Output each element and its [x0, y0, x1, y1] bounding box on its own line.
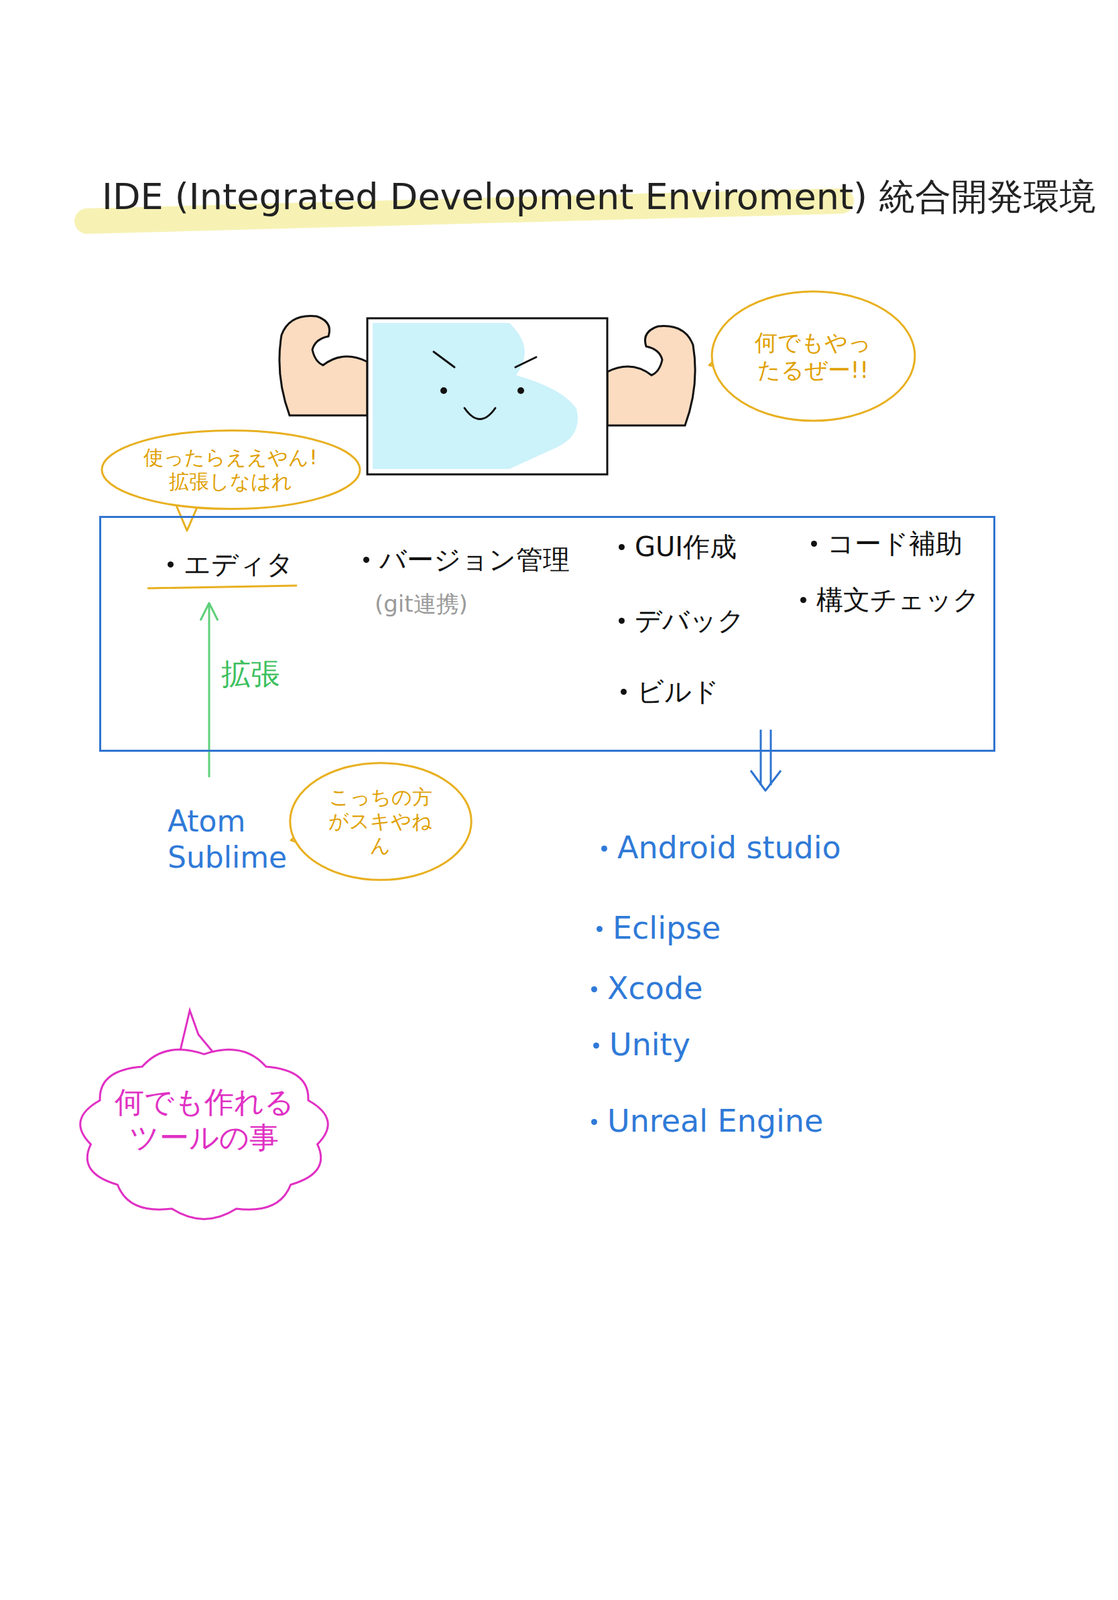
bubble-text: こっちの方がスキやねん — [319, 785, 443, 858]
feature-item: 構文チェック — [816, 583, 980, 616]
double-arrow — [770, 729, 773, 786]
bubble-text: 使ったらええやん! 拡張しなはれ — [142, 445, 319, 494]
bubble-ellipse — [289, 763, 471, 881]
smile — [464, 408, 496, 420]
left-arm — [279, 316, 368, 416]
ide-name: Eclipse — [612, 910, 721, 948]
speech-bubble: こっちの方がスキやねん — [288, 760, 474, 883]
eyebrow — [515, 357, 537, 368]
double-arrow — [760, 729, 763, 786]
feature-item: デバック — [634, 604, 745, 637]
bubble-text: 何でもやったるぜー!! — [743, 329, 883, 385]
eyebrow — [433, 351, 455, 368]
ide-name: Unreal Engine — [607, 1103, 824, 1141]
cloud-path — [80, 1050, 329, 1220]
feature-item: バージョン管理 — [379, 543, 570, 576]
feature-box: エディタ バージョン管理 (git連携) GUI作成デバックビルド コード補助構文チェッ… — [99, 516, 996, 753]
character-fill — [372, 323, 578, 470]
speech-bubble: 何でもやったるぜー!! — [709, 288, 917, 424]
ide-name: Unity — [609, 1026, 691, 1064]
editor-underline — [148, 585, 297, 589]
eye — [517, 387, 525, 395]
character-ground — [367, 318, 608, 475]
eye — [440, 387, 448, 395]
bubble-text: 何でも作れるツールの事 — [113, 1085, 295, 1157]
bubble-ellipse — [711, 291, 915, 421]
bubble-ellipse — [101, 430, 360, 509]
feature-item: エディタ — [183, 548, 294, 581]
feature-item: コード補助 — [827, 527, 963, 560]
feature-item: ビルド — [636, 675, 720, 708]
character-body — [367, 318, 608, 475]
editor-name: Sublime — [167, 840, 287, 877]
feature-item: (git連携) — [374, 590, 468, 618]
right-arm — [607, 326, 696, 426]
speech-bubble: 使ったらええやん! 拡張しなはれ — [99, 428, 363, 511]
ide-name: Android studio — [617, 829, 842, 867]
double-arrowhead — [750, 770, 781, 791]
text-wrap: こっちの方がスキやねん — [288, 760, 474, 883]
feature-item: GUI作成 — [634, 530, 737, 564]
text-wrap: 使ったらええやん! 拡張しなはれ — [99, 428, 363, 511]
title-text: IDE (Integrated Development Enviroment) … — [101, 175, 1096, 220]
ide-name: Xcode — [607, 970, 703, 1008]
cloud-note: 何でも作れるツールの事 — [60, 1010, 348, 1230]
editor-name: Atom — [167, 804, 246, 840]
extend-arrowhead — [200, 603, 218, 621]
text-wrap: 何でもやったるぜー!! — [709, 288, 917, 424]
arrow-label: 拡張 — [221, 656, 281, 693]
text-wrap: 何でも作れるツールの事 — [60, 1010, 348, 1230]
